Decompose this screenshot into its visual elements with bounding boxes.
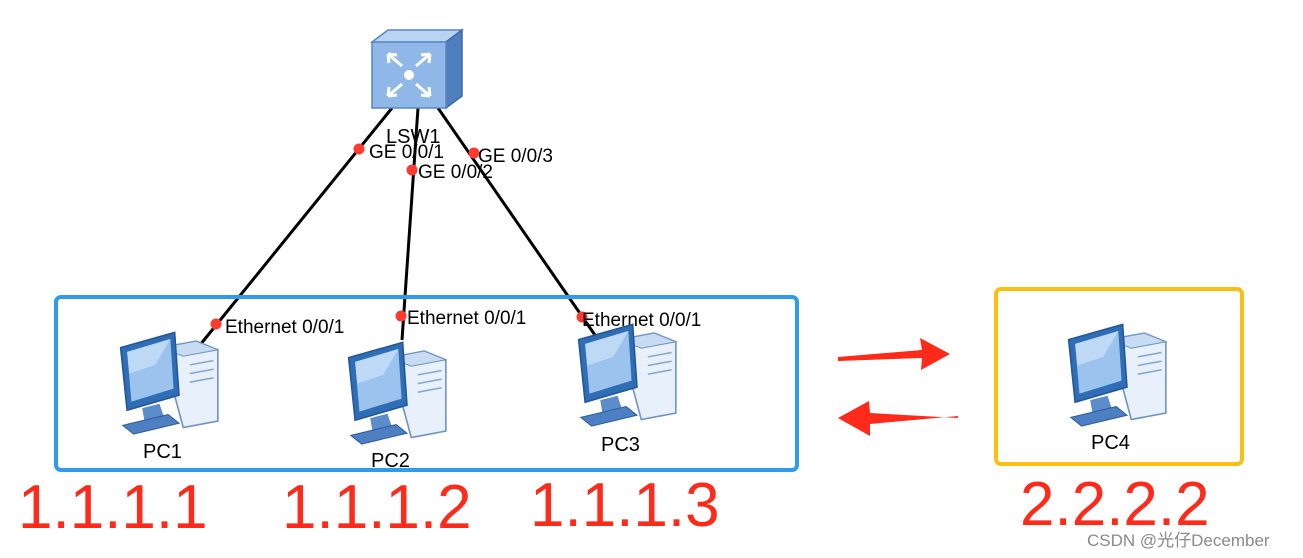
ip-pc1: 1.1.1.1 [18, 473, 208, 542]
switch-label: LSW1 [386, 126, 440, 148]
port-dot-pc1 [210, 318, 222, 330]
watermark: CSDN @光仔December [1087, 531, 1270, 550]
arrows [838, 338, 958, 436]
pc1-label: PC1 [143, 441, 182, 463]
ip-pc2: 1.1.1.2 [282, 473, 472, 542]
port-label-pc3: Ethernet 0/0/1 [582, 310, 701, 331]
pc-icon [119, 331, 219, 435]
port-label-pc1: Ethernet 0/0/1 [225, 317, 344, 338]
switch-icon [369, 28, 465, 110]
arrow-left-icon [838, 401, 958, 436]
pc3-label: PC3 [601, 434, 640, 456]
pc-icon [347, 341, 447, 445]
pc-icon [577, 323, 677, 427]
arrow-right-icon [838, 338, 950, 370]
port-label-ge001: GE 0/0/1 [369, 142, 444, 163]
pc3[interactable]: PC3 [577, 323, 677, 456]
pc4-label: PC4 [1091, 432, 1130, 454]
pc1[interactable]: PC1 [119, 331, 219, 463]
port-dot-pc2 [395, 310, 407, 322]
pc-icon [1067, 323, 1167, 427]
ip-pc3: 1.1.1.3 [530, 471, 720, 540]
switch-ports: GE 0/0/1 GE 0/0/2 GE 0/0/3 [353, 142, 553, 183]
pc2[interactable]: PC2 [347, 341, 447, 472]
port-label-ge002: GE 0/0/2 [418, 162, 493, 183]
link-lsw1-pc1[interactable] [198, 107, 394, 346]
vlan-group-box [54, 295, 799, 472]
port-label-ge003: GE 0/0/3 [478, 146, 553, 167]
port-dot-pc3 [576, 311, 588, 323]
port-dot-ge002 [406, 164, 418, 176]
link-lsw1-pc2[interactable] [400, 107, 420, 341]
ip-pc4: 2.2.2.2 [1020, 470, 1210, 539]
pc-ports: Ethernet 0/0/1 Ethernet 0/0/1 Ethernet 0… [210, 308, 701, 338]
port-dot-ge001 [353, 143, 365, 155]
switch-lsw1[interactable]: LSW1 [369, 28, 465, 148]
isolated-group-box [994, 287, 1244, 466]
link-lsw1-pc3[interactable] [436, 107, 599, 339]
pc2-label: PC2 [371, 450, 410, 472]
ip-annotations: 1.1.1.1 1.1.1.2 1.1.1.3 2.2.2.2 [18, 470, 1210, 542]
pc4[interactable]: PC4 [1067, 323, 1167, 454]
port-dot-ge003 [468, 147, 480, 159]
port-label-pc2: Ethernet 0/0/1 [407, 308, 526, 329]
